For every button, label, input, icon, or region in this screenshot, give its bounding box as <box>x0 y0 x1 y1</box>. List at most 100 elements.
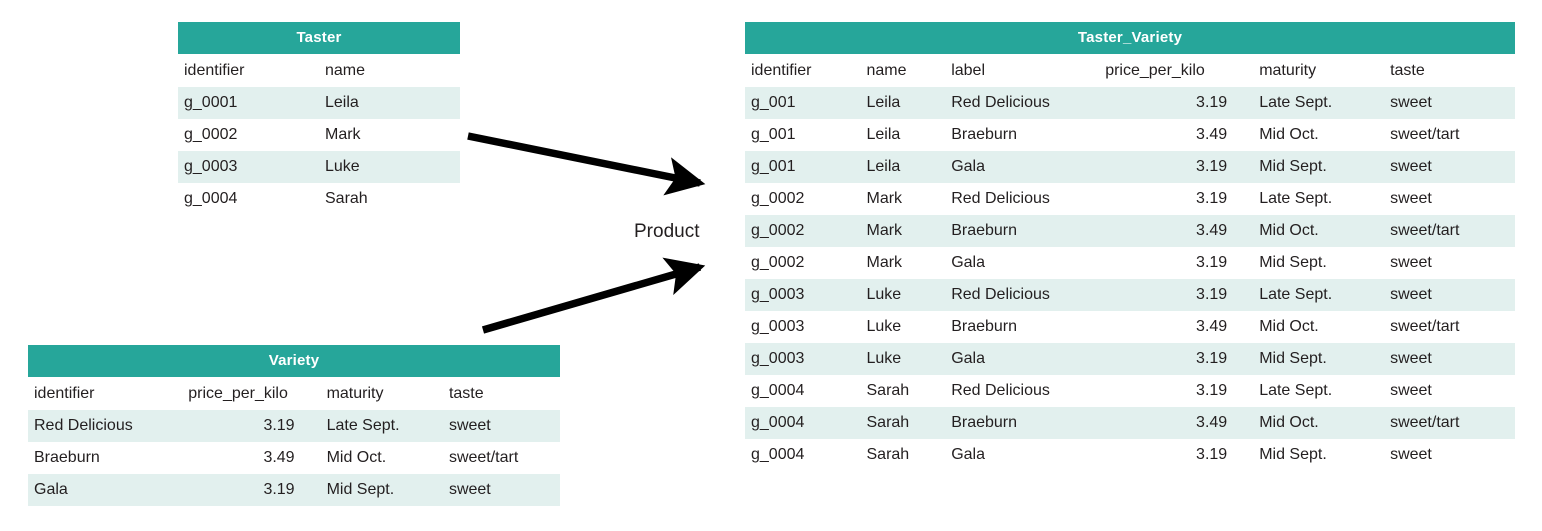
cell-name: Sarah <box>319 183 460 215</box>
cell-maturity: Mid Sept. <box>1253 151 1385 183</box>
cell-taste: sweet <box>442 410 560 442</box>
cell-maturity: Mid Sept. <box>1253 343 1385 375</box>
cell-taste: sweet/tart <box>1384 215 1515 247</box>
cell-identifier: g_0002 <box>745 183 861 215</box>
cell-label: Red Delicious <box>945 375 1100 407</box>
cell-price_per_kilo: 3.19 <box>1099 343 1254 375</box>
cell-maturity: Late Sept. <box>1253 87 1385 119</box>
cell-maturity: Mid Sept. <box>1253 247 1385 279</box>
cell-name: Leila <box>319 87 460 119</box>
cell-identifier: g_001 <box>745 119 861 151</box>
cell-label: Red Delicious <box>945 87 1100 119</box>
cell-price_per_kilo: 3.19 <box>1099 439 1254 471</box>
variety-title: Variety <box>28 345 560 377</box>
cell-name: Mark <box>860 183 946 215</box>
cell-identifier: g_0003 <box>745 279 861 311</box>
cell-name: Sarah <box>860 375 946 407</box>
cell-identifier: Red Delicious <box>28 410 183 442</box>
cell-taste: sweet <box>1384 247 1515 279</box>
column-header-maturity: maturity <box>320 377 443 410</box>
cell-taste: sweet <box>442 474 560 506</box>
cell-name: Mark <box>860 247 946 279</box>
cell-price_per_kilo: 3.19 <box>182 410 321 442</box>
cell-name: Leila <box>860 151 946 183</box>
cell-name: Mark <box>319 119 460 151</box>
product-operation-label: Product <box>634 221 700 242</box>
column-header-maturity: maturity <box>1253 54 1385 87</box>
cell-price_per_kilo: 3.19 <box>1099 375 1254 407</box>
cell-maturity: Mid Sept. <box>1253 439 1385 471</box>
cell-name: Leila <box>860 119 946 151</box>
cell-maturity: Late Sept. <box>1253 183 1385 215</box>
cell-identifier: g_0003 <box>178 151 319 183</box>
cell-name: Luke <box>860 311 946 343</box>
cell-identifier: g_0003 <box>745 311 861 343</box>
cell-label: Braeburn <box>945 215 1100 247</box>
cell-taste: sweet <box>1384 439 1515 471</box>
column-header-name: name <box>319 54 460 87</box>
cell-name: Luke <box>319 151 460 183</box>
cell-price_per_kilo: 3.19 <box>1099 247 1254 279</box>
cell-price_per_kilo: 3.19 <box>1099 279 1254 311</box>
cell-label: Braeburn <box>945 311 1100 343</box>
cell-maturity: Mid Oct. <box>1253 311 1385 343</box>
cell-label: Braeburn <box>945 119 1100 151</box>
cell-identifier: g_0002 <box>745 247 861 279</box>
column-header-taste: taste <box>442 377 560 410</box>
cell-label: Gala <box>945 247 1100 279</box>
cell-identifier: g_001 <box>745 87 861 119</box>
cell-name: Leila <box>860 87 946 119</box>
taster-title: Taster <box>178 22 460 54</box>
cell-identifier: g_0004 <box>745 439 861 471</box>
arrow-taster-to-product <box>467 132 706 196</box>
cell-maturity: Mid Oct. <box>1253 407 1385 439</box>
cell-taste: sweet <box>1384 343 1515 375</box>
cell-price_per_kilo: 3.19 <box>182 474 321 506</box>
cell-price_per_kilo: 3.19 <box>1099 183 1254 215</box>
cell-taste: sweet <box>1384 87 1515 119</box>
cell-name: Luke <box>860 343 946 375</box>
column-header-name: name <box>860 54 946 87</box>
cell-price_per_kilo: 3.49 <box>182 442 321 474</box>
column-header-price_per_kilo: price_per_kilo <box>182 377 321 410</box>
cell-maturity: Late Sept. <box>1253 375 1385 407</box>
cell-label: Red Delicious <box>945 279 1100 311</box>
cell-taste: sweet/tart <box>1384 311 1515 343</box>
cell-price_per_kilo: 3.49 <box>1099 215 1254 247</box>
column-header-taste: taste <box>1384 54 1515 87</box>
cell-taste: sweet/tart <box>442 442 560 474</box>
column-header-identifier: identifier <box>178 54 319 87</box>
column-header-identifier: identifier <box>745 54 861 87</box>
cell-taste: sweet <box>1384 183 1515 215</box>
cell-name: Sarah <box>860 439 946 471</box>
cell-maturity: Mid Oct. <box>1253 215 1385 247</box>
